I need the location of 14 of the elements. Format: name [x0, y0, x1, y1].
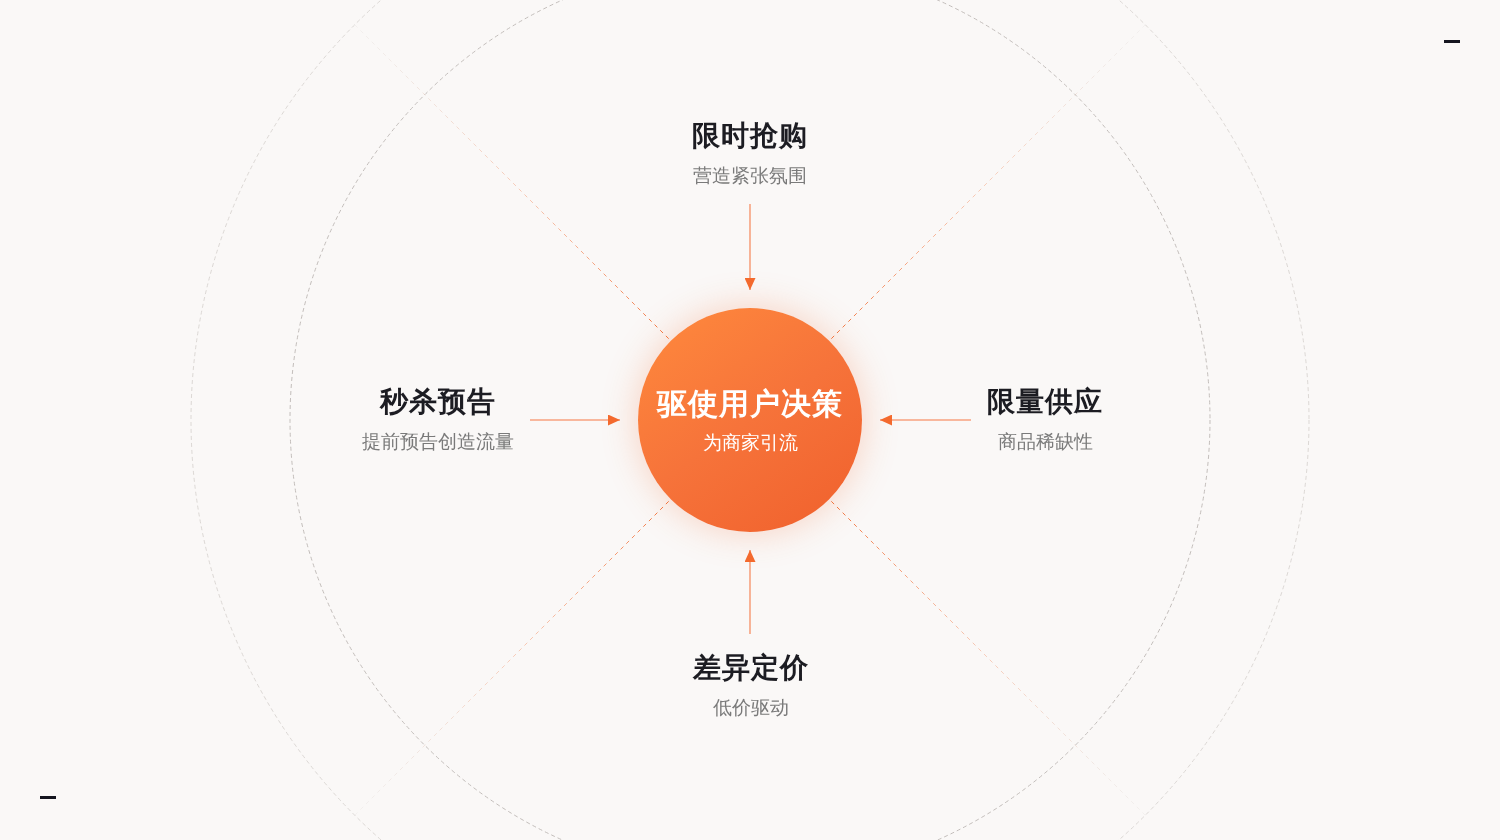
feature-subtitle: 低价驱动: [713, 695, 789, 720]
feature-subtitle: 提前预告创造流量: [362, 429, 514, 454]
hub-title: 驱使用户决策: [657, 385, 843, 423]
feature-title: 限时抢购: [692, 118, 808, 154]
arrow: [529, 414, 621, 426]
feature-title: 秒杀预告: [380, 384, 496, 420]
arrow: [879, 414, 972, 426]
feature-title: 差异定价: [693, 650, 809, 686]
arrow: [744, 203, 756, 291]
arrow: [744, 549, 756, 635]
feature-subtitle: 商品稀缺性: [997, 429, 1093, 454]
hub-subtitle: 为商家引流: [702, 430, 798, 455]
feature-subtitle: 营造紧张氛围: [693, 163, 807, 188]
feature-title: 限量供应: [987, 384, 1103, 420]
